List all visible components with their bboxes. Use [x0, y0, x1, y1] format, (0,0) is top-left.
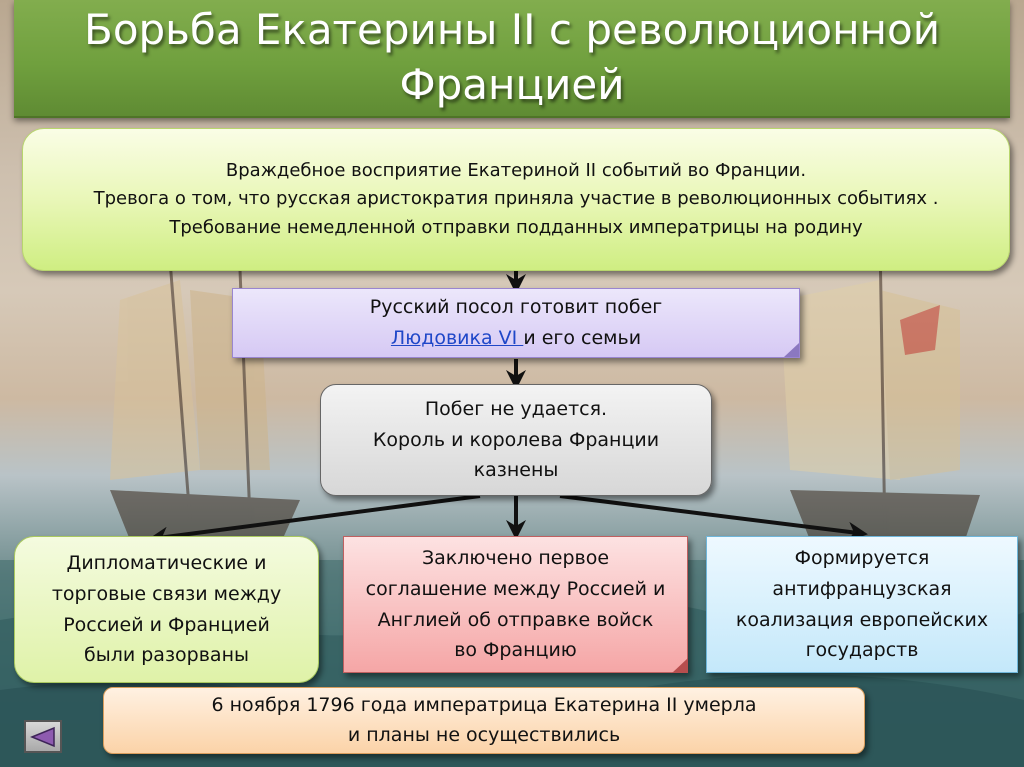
ending-line-2: и планы не осуществились	[347, 723, 621, 746]
box-escape-failed: Побег не удается. Король и королева Фран…	[320, 384, 712, 496]
ambassador-line-2: Людовика VI и его семьи	[391, 323, 641, 354]
perception-line-3: Требование немедленной отправки подданны…	[169, 216, 863, 238]
slide-title: Борьба Екатерины II с революционной Фран…	[14, 0, 1010, 116]
ending-line-1: 6 ноября 1796 года императрица Екатерина…	[211, 694, 757, 717]
triangle-left-icon	[30, 726, 55, 747]
agreement-corner-fold	[672, 658, 688, 673]
perception-line-2: Тревога о том, что русская аристократия …	[93, 188, 939, 210]
box-ambassador: Русский посол готовит побег Людовика VI …	[232, 288, 800, 358]
slide-title-line-2: Францией	[399, 60, 625, 109]
diplomatic-line-2: торговые связи между	[51, 582, 282, 605]
louis-link[interactable]: Людовика VI	[390, 327, 524, 349]
box-agreement: Заключено первое соглашение между Россие…	[343, 536, 688, 673]
coalition-line-3: коализация европейских	[735, 608, 989, 631]
agreement-line-1: Заключено первое	[421, 546, 610, 569]
perception-line-1: Враждебное восприятие Екатериной II собы…	[225, 159, 807, 181]
diplomatic-line-3: Россией и Францией	[63, 613, 270, 636]
escape-line-1: Побег не удается.	[424, 397, 608, 420]
diplomatic-line-4: были разорваны	[83, 644, 249, 667]
coalition-line-2: антифранцузская	[772, 577, 952, 600]
slide-title-line-1: Борьба Екатерины II с революционной	[84, 5, 940, 55]
agreement-line-2: соглашение между Россией и	[365, 577, 666, 600]
box-coalition: Формируется антифранцузская коализация е…	[706, 536, 1018, 673]
diplomatic-line-1: Дипломатические и	[66, 551, 267, 574]
coalition-line-4: государств	[805, 639, 919, 662]
title-bar	[14, 0, 1010, 118]
ambassador-line-2-rest: и его семьи	[523, 327, 642, 349]
ambassador-line-1: Русский посол готовит побег	[369, 296, 663, 319]
ambassador-corner-fold	[784, 343, 799, 357]
back-button[interactable]	[24, 720, 62, 753]
escape-line-2: Король и королева Франции	[372, 428, 660, 451]
escape-line-3: казнены	[473, 459, 559, 482]
box-ending: 6 ноября 1796 года императрица Екатерина…	[103, 687, 865, 754]
box-perception: Враждебное восприятие Екатериной II собы…	[22, 128, 1010, 271]
coalition-line-1: Формируется	[794, 546, 930, 569]
agreement-line-4: во Францию	[454, 639, 577, 662]
box-diplomatic: Дипломатические и торговые связи между Р…	[14, 536, 319, 683]
agreement-line-3: Англией об отправке войск	[377, 608, 654, 631]
